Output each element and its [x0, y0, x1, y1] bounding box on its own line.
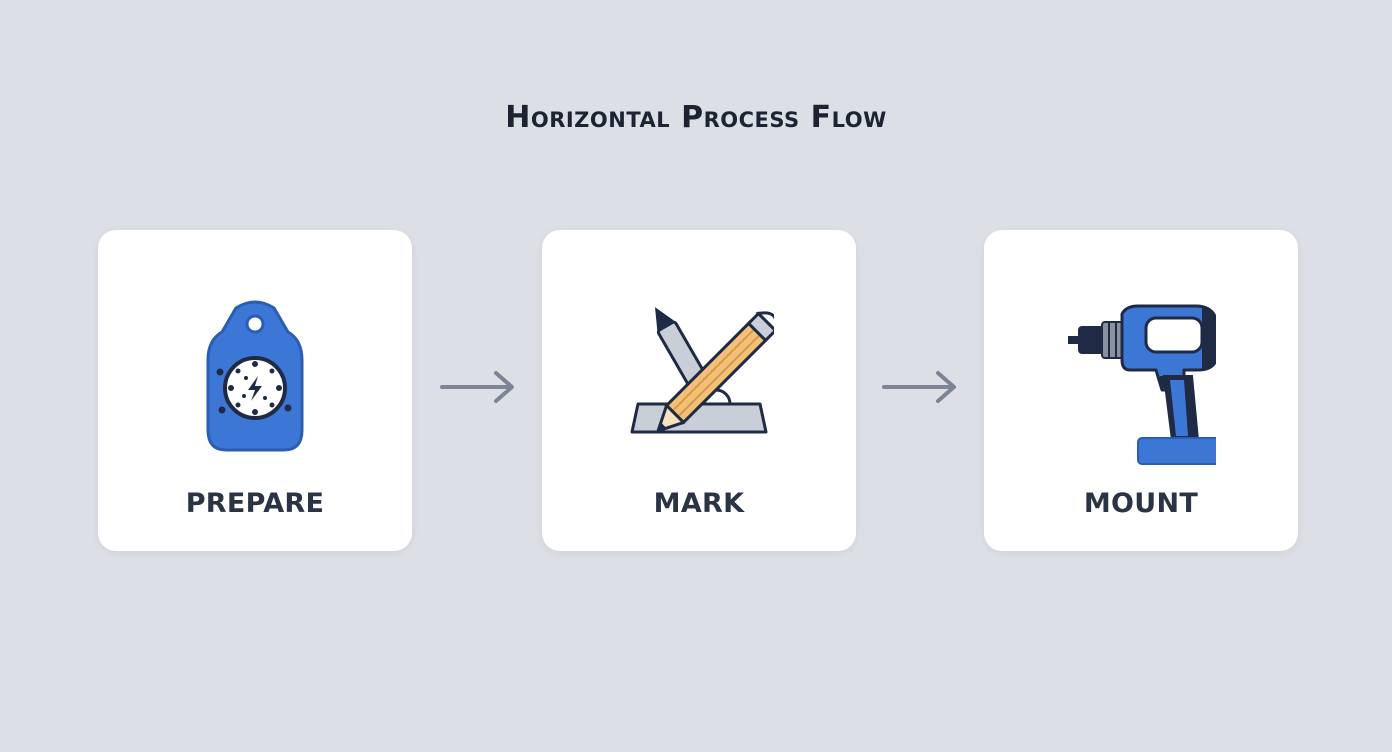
step-card-mark: MARK: [542, 230, 856, 551]
pencil-ruler-icon: [630, 307, 774, 434]
diagram-title: Horizontal Process Flow: [505, 100, 887, 135]
step-card-mount: MOUNT: [984, 230, 1298, 551]
step-label-prepare: PREPARE: [185, 488, 325, 519]
drill-icon: [1068, 304, 1216, 465]
step-card-prepare: PREPARE: [98, 230, 412, 551]
level-bubble-icon: [206, 300, 304, 452]
step-label-mount: MOUNT: [1083, 488, 1199, 519]
arrow-right-icon: [882, 371, 956, 403]
step-label-mark: MARK: [653, 488, 745, 519]
arrow-right-icon: [440, 371, 514, 403]
